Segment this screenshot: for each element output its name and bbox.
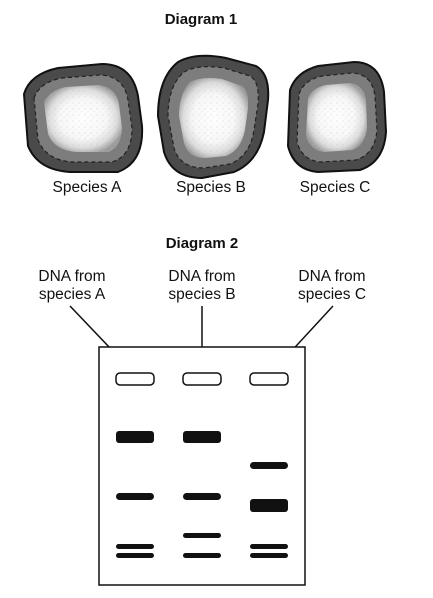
lane-a-label-line2: species A — [39, 286, 106, 303]
dna-band — [116, 544, 154, 549]
well-a — [115, 372, 155, 386]
dna-band — [183, 493, 221, 500]
lane-a-label-line1: DNA from — [38, 268, 105, 285]
lane-c-label-line1: DNA from — [298, 268, 365, 285]
diagram-2: Diagram 2 DNA from species A DNA from sp… — [38, 235, 366, 586]
diagram-1: Diagram 1 Species A Species B Species C — [22, 11, 388, 196]
dna-band — [183, 553, 221, 558]
lane-b-bands — [183, 431, 221, 558]
dna-band — [250, 499, 288, 512]
dna-band — [250, 553, 288, 558]
dna-band — [116, 493, 154, 500]
diagram-2-title: Diagram 2 — [166, 235, 239, 252]
species-a-stem-section — [22, 62, 144, 173]
well-b — [182, 372, 222, 386]
species-c-stem-section — [286, 60, 388, 174]
diagram-1-title: Diagram 1 — [165, 11, 238, 28]
dna-band — [183, 431, 221, 443]
lane-a-bands — [116, 431, 154, 558]
dna-band — [116, 431, 154, 443]
species-a-label: Species A — [53, 179, 123, 196]
dna-band — [250, 462, 288, 469]
dna-band — [250, 544, 288, 549]
species-b-label: Species B — [176, 179, 246, 196]
dna-band — [116, 553, 154, 558]
lane-c-label-line2: species C — [298, 286, 366, 303]
lane-c-bands — [250, 462, 288, 558]
dna-band — [183, 533, 221, 538]
species-c-label: Species C — [300, 179, 371, 196]
well-c — [249, 372, 289, 386]
lane-b-label-line1: DNA from — [168, 268, 235, 285]
species-b-stem-section — [156, 54, 270, 180]
lane-b-label-line2: species B — [168, 286, 235, 303]
